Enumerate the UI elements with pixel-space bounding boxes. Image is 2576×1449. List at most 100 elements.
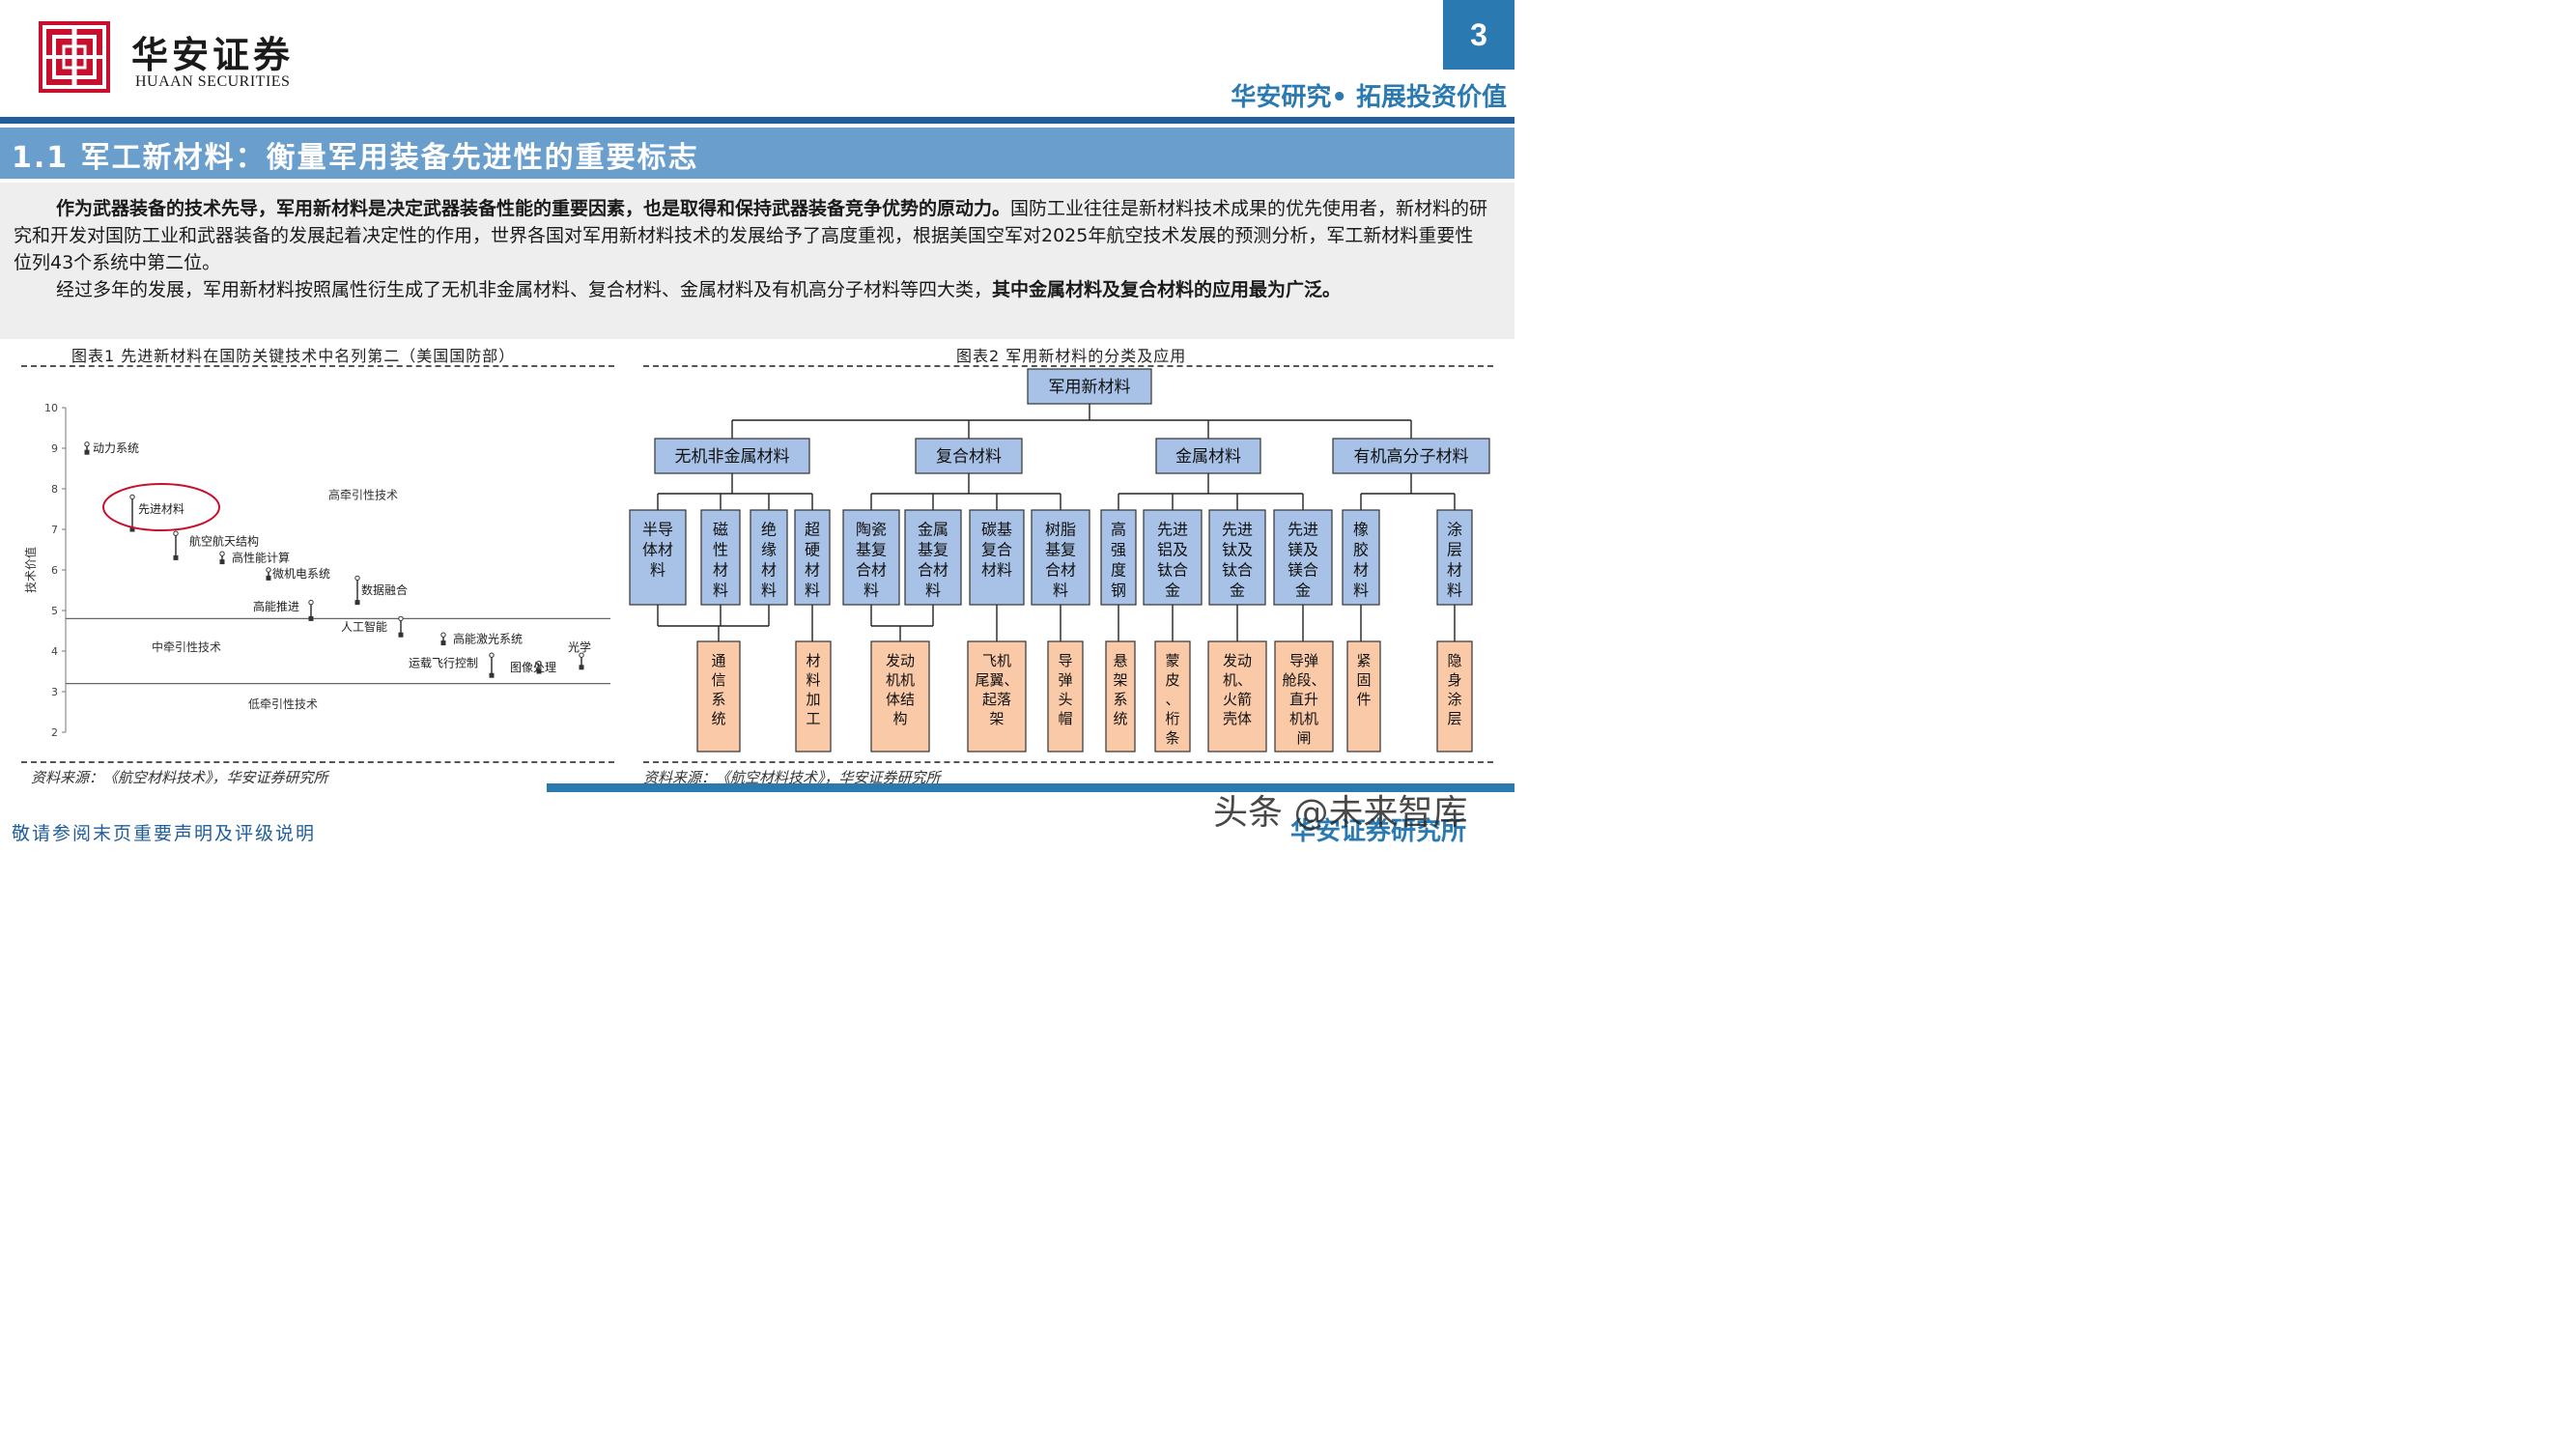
tree-category-box bbox=[915, 438, 1023, 474]
footer-bar bbox=[547, 783, 1514, 792]
point-marker-low bbox=[489, 672, 495, 678]
chart-point: 动力系统 bbox=[84, 441, 139, 455]
tree-material-node-text: 钢 bbox=[1111, 582, 1126, 600]
tree-application-node-text: 通 bbox=[711, 652, 725, 669]
chart-point: 微机电系统 bbox=[266, 567, 330, 581]
tree-material-node-text: 橡 bbox=[1353, 521, 1369, 539]
tree-application-node-box bbox=[1436, 640, 1473, 753]
header-divider bbox=[0, 117, 1514, 124]
materials-tree-diagram: 军用新材料无机非金属材料半导体材料磁性材料绝缘材料超硬材料通信系统材料加工复合材… bbox=[629, 368, 1490, 753]
tree-root-label: 军用新材料 bbox=[1049, 378, 1131, 397]
point-label: 航空航天结构 bbox=[189, 534, 259, 549]
tree-material-node-text: 涂 bbox=[1447, 521, 1462, 539]
figure-1-source: 资料来源：《航空材料技术》，华安证券研究所 bbox=[31, 769, 328, 786]
tree-material-node-text: 材料 bbox=[981, 561, 1012, 580]
tree-material-node-text: 碳基 bbox=[981, 521, 1012, 539]
band-label: 中牵引性技术 bbox=[152, 639, 221, 654]
y-tick-label: 5 bbox=[51, 605, 58, 617]
tree-material-node-text: 缘 bbox=[761, 541, 777, 559]
tree-application-node-text: 弹 bbox=[1058, 671, 1072, 689]
tree-application-node-text: 料 bbox=[806, 671, 820, 689]
tree-application-node-text: 件 bbox=[1356, 691, 1371, 708]
chart-point: 先进材料 bbox=[102, 483, 220, 532]
tree-application-node-box bbox=[967, 640, 1027, 753]
tree-material-node-text: 复合 bbox=[981, 541, 1012, 559]
tree-application-node-text: 帽 bbox=[1058, 710, 1072, 727]
section-title-bar bbox=[0, 128, 1514, 179]
chart-point: 数据融合 bbox=[354, 575, 408, 606]
tree-material-node-text: 高 bbox=[1111, 521, 1126, 539]
tree-category-label: 无机非金属材料 bbox=[675, 447, 790, 467]
tree-application-node-text: 导弹 bbox=[1289, 652, 1318, 669]
tree-root-box bbox=[1027, 368, 1152, 405]
point-marker-low bbox=[579, 665, 584, 670]
figure-1-caption: 图表1 先进新材料在国防关键技术中名列第二（美国国防部） bbox=[71, 347, 516, 365]
tree-material-node-text: 层 bbox=[1447, 541, 1462, 559]
tree-application-node-text: 隐 bbox=[1447, 652, 1461, 669]
tree-category-node: 金属材料 bbox=[1155, 438, 1261, 474]
tree-application-node-text: 尾翼、 bbox=[975, 671, 1018, 689]
point-marker-low bbox=[219, 559, 225, 565]
tree-material-node-text: 料 bbox=[650, 561, 665, 580]
tree-material-node-text: 合材 bbox=[1045, 561, 1076, 580]
chart-point: 高性能计算 bbox=[219, 550, 290, 565]
point-label: 数据融合 bbox=[361, 582, 408, 597]
tree-material-node-text: 钛及 bbox=[1222, 541, 1253, 559]
tree-application-node-text: 直升 bbox=[1289, 691, 1318, 708]
tree-material-node-text: 料 bbox=[713, 582, 728, 600]
tree-application-node-text: 起落 bbox=[982, 691, 1011, 708]
tree-application-node-text: 架 bbox=[989, 710, 1004, 727]
tree-application-node-text: 层 bbox=[1447, 710, 1461, 727]
point-marker-low bbox=[84, 449, 90, 455]
tree-application-node-text: 火箭 bbox=[1223, 691, 1252, 708]
tree-material-node-text: 性 bbox=[713, 541, 728, 559]
point-marker-high bbox=[489, 652, 495, 658]
point-marker-high bbox=[173, 530, 179, 536]
tree-application-node-text: 构 bbox=[892, 710, 907, 727]
tree-application-node-text: 机、 bbox=[1223, 671, 1252, 689]
tree-application-node-box bbox=[870, 640, 930, 753]
tree-category-node: 复合材料 bbox=[915, 438, 1023, 474]
figure-2-caption: 图表2 军用新材料的分类及应用 bbox=[956, 347, 1187, 365]
tree-material-node-text: 钛合 bbox=[1157, 561, 1188, 580]
tree-material-node-box bbox=[1100, 509, 1137, 606]
point-marker-low bbox=[308, 615, 314, 621]
tree-application-node-box bbox=[1105, 640, 1136, 753]
tree-material-node-text: 料 bbox=[805, 582, 820, 600]
point-label: 动力系统 bbox=[93, 441, 139, 455]
tree-application-node-text: 加 bbox=[806, 691, 820, 708]
tree-application-node-text: 导 bbox=[1058, 652, 1072, 669]
tree-application-node-text: 统 bbox=[1113, 710, 1127, 727]
tree-material-node-text: 金 bbox=[1295, 582, 1311, 600]
tree-material-node-text: 超 bbox=[805, 521, 820, 539]
tree-application-node-text: 紧 bbox=[1356, 652, 1371, 669]
point-label: 运载飞行控制 bbox=[409, 657, 478, 670]
chart-point: 光学 bbox=[568, 639, 591, 670]
tree-material-node-text: 金属 bbox=[918, 521, 948, 539]
y-tick-label: 4 bbox=[51, 645, 58, 658]
figure-1-bottom-rule bbox=[21, 761, 614, 763]
point-label: 微机电系统 bbox=[272, 567, 330, 581]
intro-p1-highlight: 作为武器装备的技术先导，军用新材料是决定武器装备性能的重要因素，也是取得和保持武… bbox=[56, 198, 1011, 219]
tree-material-node-box bbox=[700, 509, 741, 606]
tree-application-node-text: 闸 bbox=[1296, 729, 1311, 747]
tree-material-node-box bbox=[904, 509, 962, 606]
tree-category-node: 无机非金属材料 bbox=[654, 438, 810, 474]
point-marker-high bbox=[354, 575, 360, 582]
y-tick-label: 2 bbox=[51, 726, 58, 739]
figure-2-top-rule bbox=[643, 365, 1493, 367]
tree-material-node-text: 基复 bbox=[918, 541, 948, 559]
tree-application-node-text: 壳体 bbox=[1223, 710, 1252, 727]
tree-material-node-text: 胶 bbox=[1353, 541, 1369, 559]
point-marker-high bbox=[219, 551, 225, 556]
chart-point: 航空航天结构 bbox=[173, 530, 259, 560]
point-marker-high bbox=[129, 494, 135, 500]
